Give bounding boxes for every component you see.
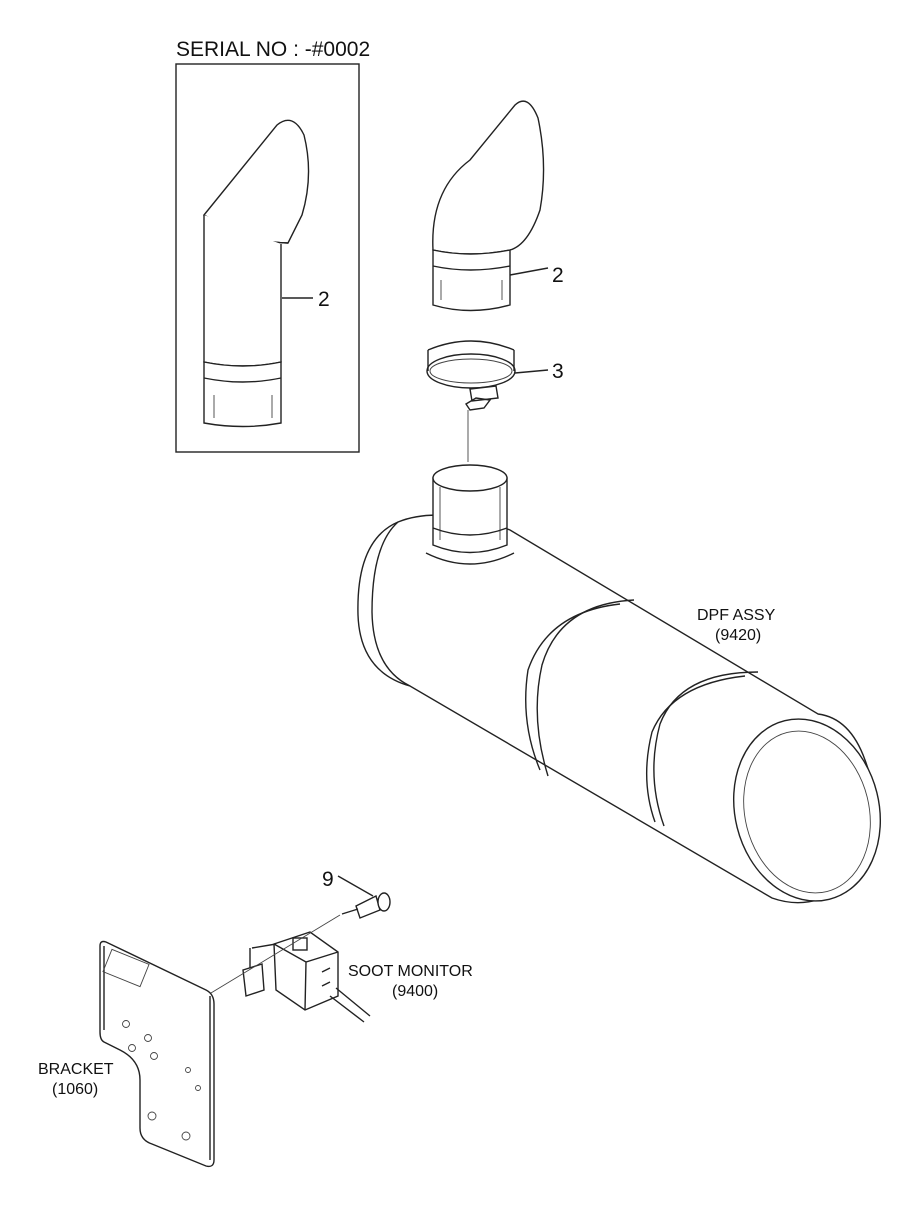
bracket-name-label: BRACKET	[38, 1061, 114, 1078]
dpf-code-label: (9420)	[715, 627, 761, 644]
boxed-exhaust-pipe	[202, 119, 310, 428]
serial-inset-frame	[175, 63, 360, 453]
dpf-name-label: DPF ASSY	[697, 607, 776, 624]
callout-3-clamp: 3	[552, 360, 564, 383]
dpf-ring-2	[653, 671, 759, 827]
clamp-leader	[514, 369, 549, 374]
exhaust-pipe	[432, 100, 545, 312]
soot-monitor	[242, 931, 371, 1023]
bracket	[99, 940, 215, 1168]
callout-2-pipe: 2	[552, 264, 564, 287]
bolt	[341, 892, 391, 919]
dpf-ring-1	[536, 599, 635, 777]
pipe-leader	[509, 267, 549, 276]
soot-monitor-cable	[329, 987, 371, 1023]
band-clamp	[426, 340, 516, 411]
bracket-slot	[102, 948, 150, 988]
exhaust-pipe-sleeve	[432, 249, 511, 312]
boxed-pipe-sleeve	[203, 361, 282, 428]
exhaust-pipe-elbow	[432, 100, 545, 255]
clamp-latch	[469, 385, 499, 402]
bolt-leader	[337, 875, 374, 897]
serial-inset: SERIAL NO : -#0002 2	[175, 38, 370, 453]
assembly-line-bracket	[205, 914, 341, 997]
callout-9-bolt: 9	[322, 868, 334, 891]
dpf-end-face	[732, 718, 882, 902]
callout-2-boxed: 2	[318, 288, 330, 311]
soot-code-label: (9400)	[392, 983, 438, 1000]
soot-name-label: SOOT MONITOR	[348, 963, 473, 980]
bracket-code-label: (1060)	[52, 1081, 98, 1098]
dpf-assembly	[357, 464, 882, 904]
serial-label: SERIAL NO : -#0002	[176, 38, 370, 61]
soot-monitor-connector	[242, 963, 265, 997]
